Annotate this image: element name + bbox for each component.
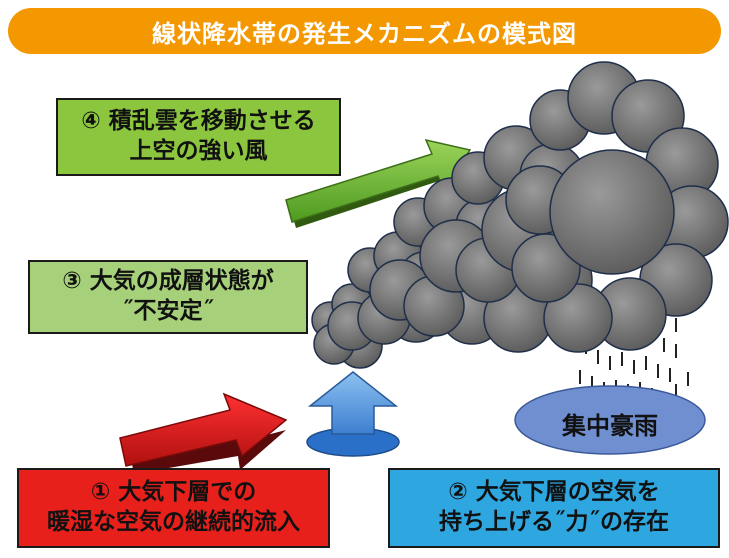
factor1-line1: ① 大気下層での	[90, 479, 257, 506]
factor1-line2: 暖湿な空気の継続的流入	[47, 509, 300, 535]
factor1-inflow-box: ① 大気下層での 暖湿な空気の継続的流入	[17, 468, 330, 548]
factor4-upper-wind-box: ④ 積乱雲を移動させる 上空の強い風	[56, 98, 341, 176]
heavy-rain-ellipse	[514, 385, 706, 455]
diagram-title: 線状降水帯の発生メカニズムの模式図	[8, 8, 721, 54]
factor2-lifting-box: ② 大気下層の空気を 持ち上げる˝力˝の存在	[388, 468, 720, 548]
factor3-line1: ③ 大気の成層状態が	[62, 268, 274, 295]
inflow-arrow	[119, 392, 288, 474]
factor3-line2: ˝不安定˝	[122, 298, 214, 324]
factor2-line1: ② 大気下層の空気を	[448, 479, 660, 506]
factor2-line2: 持ち上げる˝力˝の存在	[439, 509, 669, 535]
heavy-rain-label: 集中豪雨	[562, 412, 658, 440]
factor4-line2: 上空の強い風	[129, 138, 268, 164]
lift-arrow	[306, 371, 400, 457]
factor4-line1: ④ 積乱雲を移動させる	[81, 108, 316, 135]
cloud-5	[505, 61, 729, 353]
factor3-unstable-box: ③ 大気の成層状態が ˝不安定˝	[28, 260, 308, 334]
